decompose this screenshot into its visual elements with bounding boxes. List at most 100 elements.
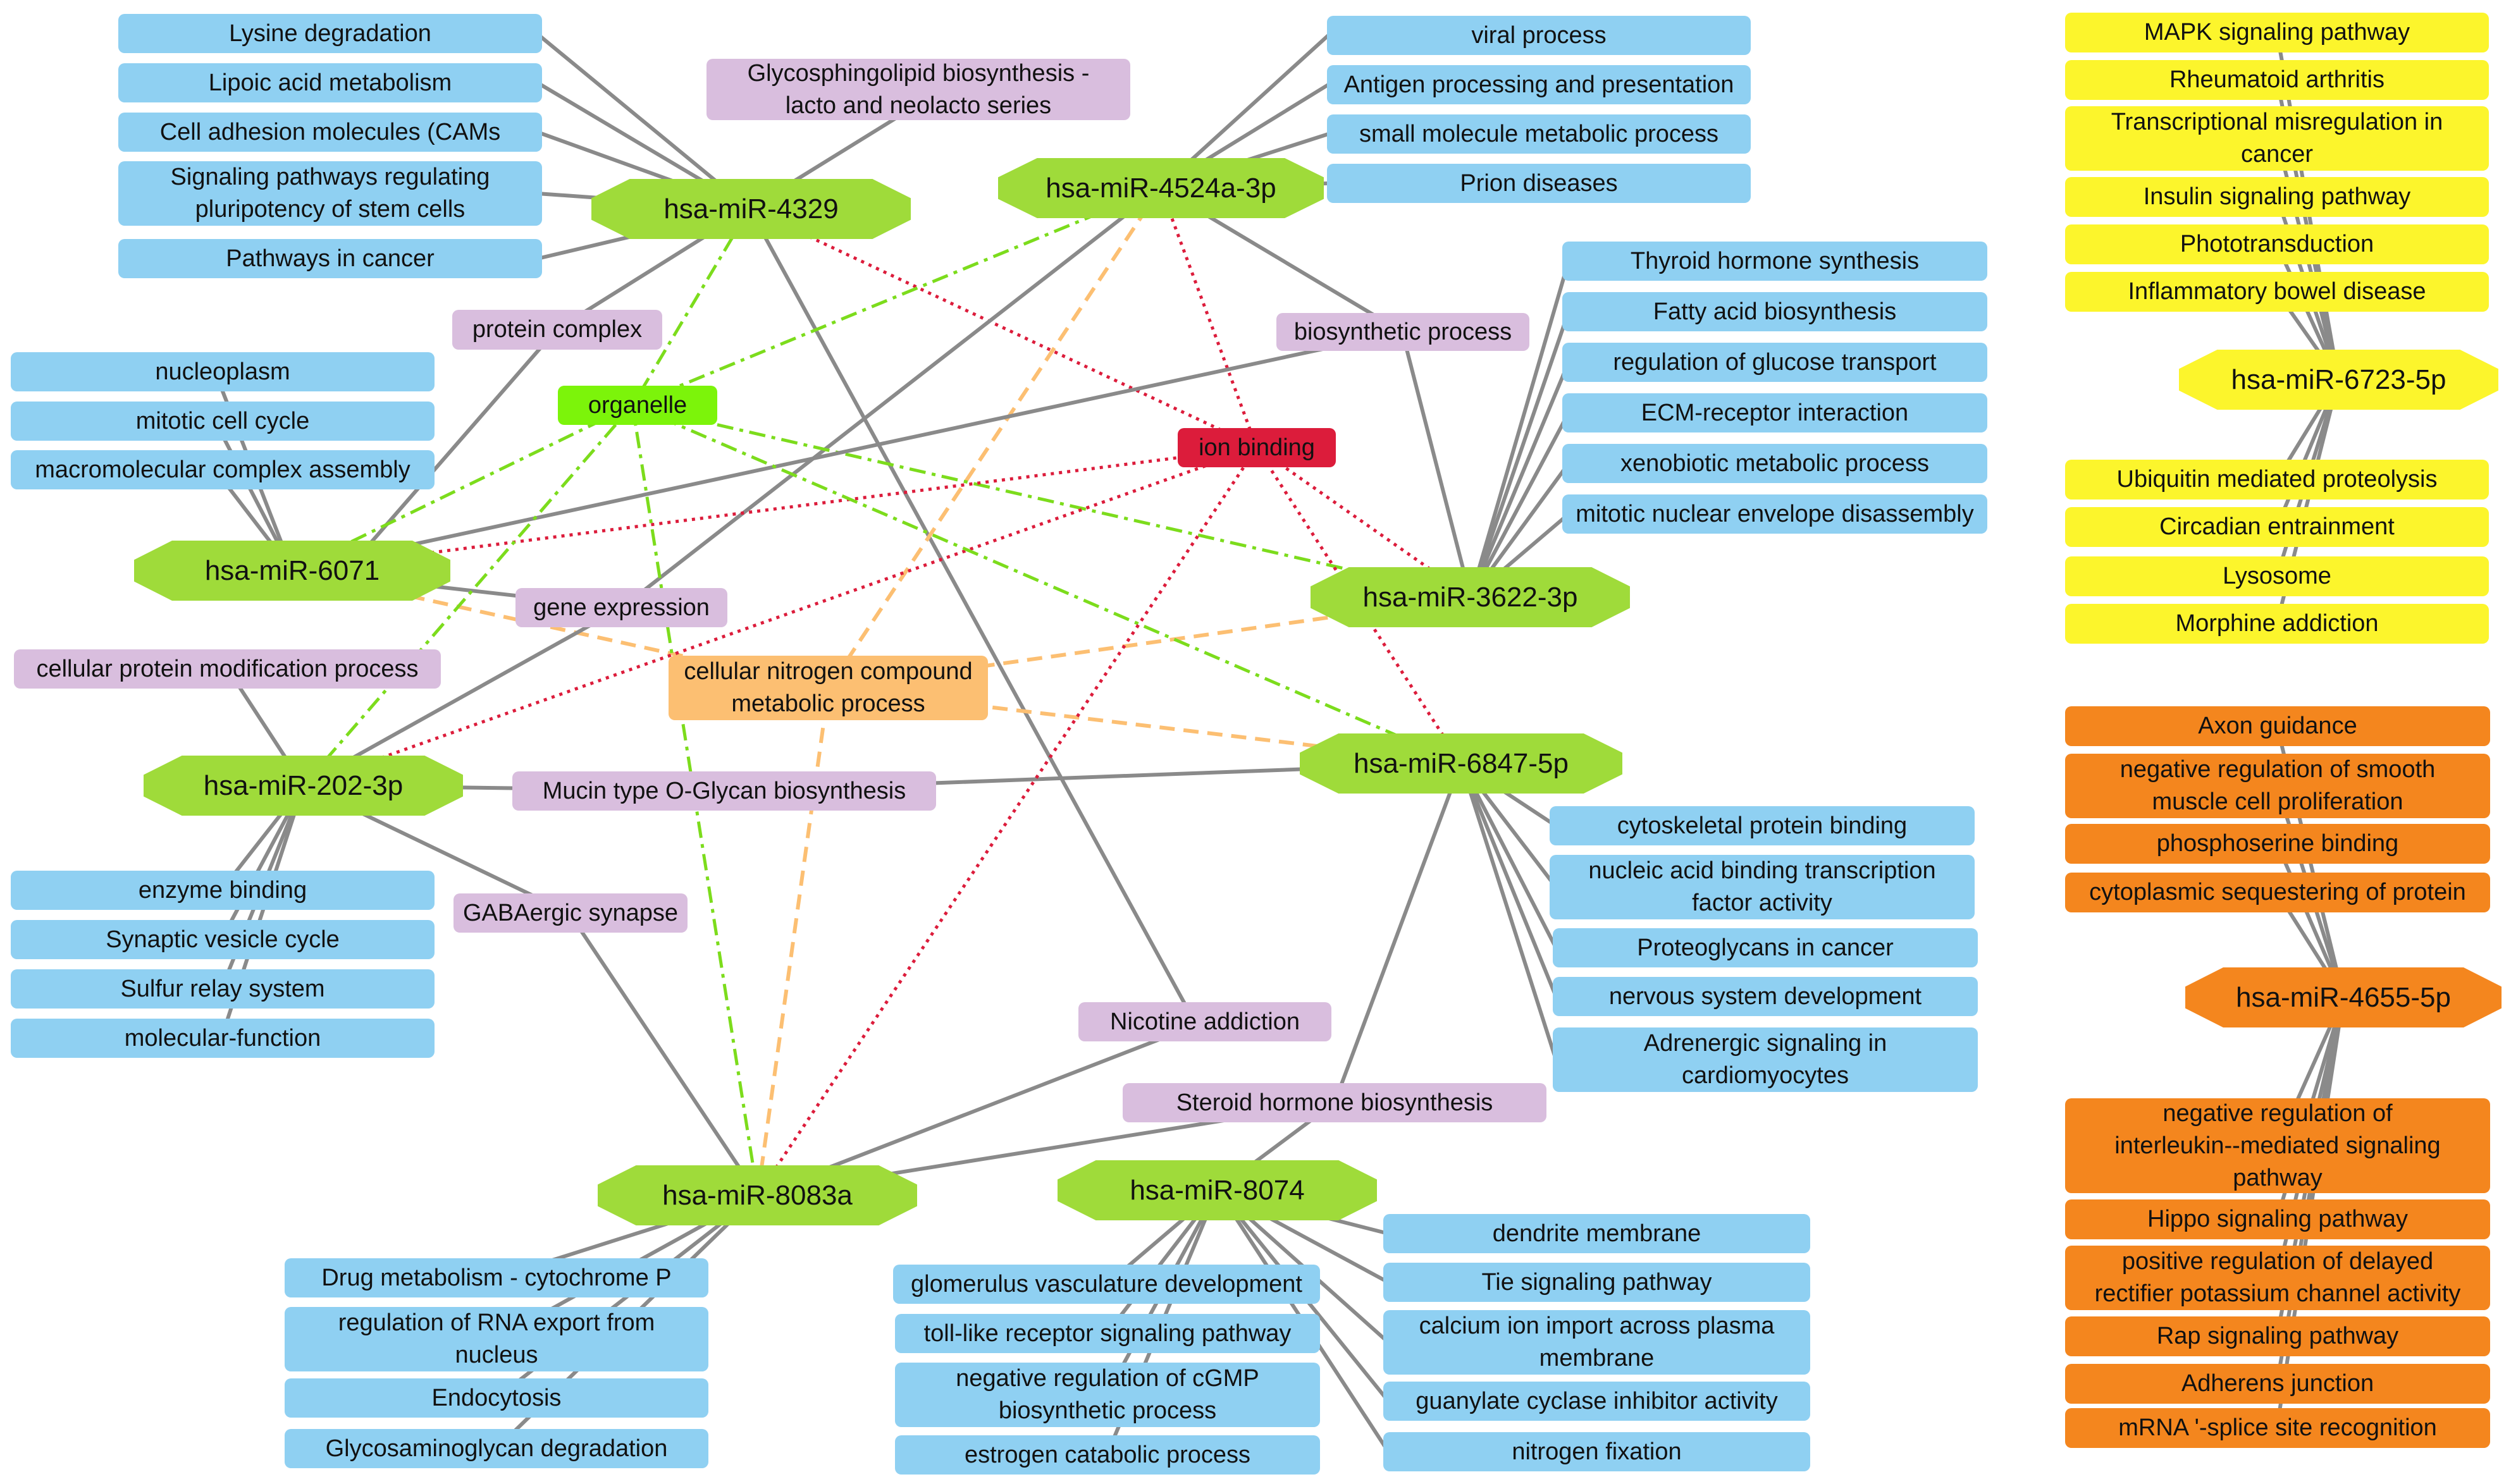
term-phosphoserine-binding[interactable]: phosphoserine binding xyxy=(2065,824,2490,864)
mirna-6071[interactable]: hsa-miR-6071 xyxy=(134,541,450,601)
mirna-8083a[interactable]: hsa-miR-8083a xyxy=(598,1165,917,1225)
biosynthetic-process-node[interactable]: biosynthetic process xyxy=(1276,313,1529,351)
edge-line xyxy=(1400,331,1472,598)
term-xenobiotic[interactable]: xenobiotic metabolic process xyxy=(1562,444,1987,483)
term-rap-signaling[interactable]: Rap signaling pathway xyxy=(2065,1316,2490,1356)
term-thyroid-hormone[interactable]: Thyroid hormone synthesis xyxy=(1562,242,1987,281)
gene-expression-node[interactable]: gene expression xyxy=(515,588,727,627)
term-nucleoplasm[interactable]: nucleoplasm xyxy=(11,352,435,391)
term-ubiquitin-proteolysis[interactable]: Ubiquitin mediated proteolysis xyxy=(2065,460,2489,500)
term-glomerulus[interactable]: glomerulus vasculature development xyxy=(893,1265,1320,1304)
nicotine-addiction-node[interactable]: Nicotine addiction xyxy=(1078,1002,1331,1041)
term-hippo-signaling[interactable]: Hippo signaling pathway xyxy=(2065,1199,2490,1239)
term-interleukin-regulation[interactable]: negative regulation of interleukin--medi… xyxy=(2065,1098,2490,1193)
term-synaptic-vesicle[interactable]: Synaptic vesicle cycle xyxy=(11,920,435,959)
term-inflammatory-bowel[interactable]: Inflammatory bowel disease xyxy=(2065,272,2489,312)
organelle-node[interactable]: organelle xyxy=(558,386,717,425)
edge-line xyxy=(756,687,830,1196)
term-sulfur-relay[interactable]: Sulfur relay system xyxy=(11,969,435,1009)
term-mapk-signaling[interactable]: MAPK signaling pathway xyxy=(2065,13,2489,52)
term-transcriptional-misregulation[interactable]: Transcriptional misregulation in cancer xyxy=(2065,106,2489,171)
gabaergic-synapse-node[interactable]: GABAergic synapse xyxy=(453,893,688,933)
mirna-6847-5p[interactable]: hsa-miR-6847-5p xyxy=(1300,733,1622,794)
mirna-3622-3p[interactable]: hsa-miR-3622-3p xyxy=(1311,567,1630,627)
edge-line xyxy=(291,403,634,572)
edge-line xyxy=(1459,762,1558,998)
steroid-hormone-node[interactable]: Steroid hormone biosynthesis xyxy=(1123,1083,1546,1122)
term-dendrite-membrane[interactable]: dendrite membrane xyxy=(1383,1214,1810,1253)
term-nitrogen-fixation[interactable]: nitrogen fixation xyxy=(1383,1432,1810,1471)
edge-line xyxy=(302,404,634,787)
mirna-4524a-3p[interactable]: hsa-miR-4524a-3p xyxy=(998,158,1324,218)
term-smooth-muscle[interactable]: negative regulation of smooth muscle cel… xyxy=(2065,754,2490,818)
term-drug-metabolism[interactable]: Drug metabolism - cytochrome P xyxy=(285,1258,708,1297)
edge-line xyxy=(292,330,1403,572)
edge-line xyxy=(303,446,1257,787)
term-pathways-in-cancer[interactable]: Pathways in cancer xyxy=(118,239,542,278)
mirna-202-3p[interactable]: hsa-miR-202-3p xyxy=(144,756,463,816)
cellular-nitrogen-compound-node[interactable]: cellular nitrogen compound metabolic pro… xyxy=(669,656,988,720)
term-glycosaminoglycan[interactable]: Glycosaminoglycan degradation xyxy=(285,1429,708,1468)
edge-line xyxy=(567,912,760,1196)
mirna-4655-5p[interactable]: hsa-miR-4655-5p xyxy=(2185,967,2502,1027)
edge-line xyxy=(827,187,1163,689)
term-enzyme-binding[interactable]: enzyme binding xyxy=(11,871,435,910)
term-delayed-rectifier[interactable]: positive regulation of delayed rectifier… xyxy=(2065,1246,2490,1310)
term-adherens-junction[interactable]: Adherens junction xyxy=(2065,1364,2490,1404)
term-endocytosis[interactable]: Endocytosis xyxy=(285,1378,708,1418)
term-nervous-system[interactable]: nervous system development xyxy=(1553,977,1978,1016)
edge-line xyxy=(1333,762,1463,1104)
term-glucose-transport[interactable]: regulation of glucose transport xyxy=(1562,343,1987,382)
term-antigen-processing[interactable]: Antigen processing and presentation xyxy=(1327,65,1751,104)
mirna-6723-5p[interactable]: hsa-miR-6723-5p xyxy=(2179,350,2498,410)
mucin-o-glycan-node[interactable]: Mucin type O-Glycan biosynthesis xyxy=(512,771,936,811)
term-mrna-splice-site[interactable]: mRNA '-splice site recognition xyxy=(2065,1408,2490,1448)
term-axon-guidance[interactable]: Axon guidance xyxy=(2065,706,2490,746)
term-rheumatoid-arthritis[interactable]: Rheumatoid arthritis xyxy=(2065,60,2489,100)
term-fatty-acid[interactable]: Fatty acid biosynthesis xyxy=(1562,292,1987,331)
term-cell-adhesion[interactable]: Cell adhesion molecules (CAMs xyxy=(118,113,542,152)
term-macromolecular-assembly[interactable]: macromolecular complex assembly xyxy=(11,450,435,489)
term-lipoic-acid[interactable]: Lipoic acid metabolism xyxy=(118,63,542,102)
edge-line xyxy=(346,328,558,570)
term-pluripotency[interactable]: Signaling pathways regulating pluripoten… xyxy=(118,161,542,226)
protein-complex-node[interactable]: protein complex xyxy=(452,310,662,350)
term-circadian-entrainment[interactable]: Circadian entrainment xyxy=(2065,507,2489,547)
term-rna-export[interactable]: regulation of RNA export from nucleus xyxy=(285,1307,708,1371)
term-estrogen[interactable]: estrogen catabolic process xyxy=(895,1435,1320,1475)
term-small-molecule[interactable]: small molecule metabolic process xyxy=(1327,114,1751,154)
term-lysosome[interactable]: Lysosome xyxy=(2065,556,2489,596)
term-molecular-function[interactable]: molecular-function xyxy=(11,1019,435,1058)
term-phototransduction[interactable]: Phototransduction xyxy=(2065,224,2489,264)
term-prion-diseases[interactable]: Prion diseases xyxy=(1327,164,1751,203)
term-cytoplasmic-sequestering[interactable]: cytoplasmic sequestering of protein xyxy=(2065,873,2490,912)
edge-line xyxy=(748,207,1191,1013)
edge-line xyxy=(632,403,1471,599)
mirna-8074[interactable]: hsa-miR-8074 xyxy=(1058,1160,1377,1220)
edge-line xyxy=(1469,261,1570,598)
term-adrenergic[interactable]: Adrenergic signaling in cardiomyocytes xyxy=(1553,1027,1978,1092)
term-ecm-receptor[interactable]: ECM-receptor interaction xyxy=(1562,393,1987,432)
term-tie-signaling[interactable]: Tie signaling pathway xyxy=(1383,1263,1810,1302)
ion-binding-node[interactable]: ion binding xyxy=(1178,428,1336,467)
term-cgmp[interactable]: negative regulation of cGMP biosynthetic… xyxy=(895,1363,1320,1427)
edge-line xyxy=(748,207,1260,450)
edge-line xyxy=(632,403,1462,765)
term-insulin-signaling[interactable]: Insulin signaling pathway xyxy=(2065,177,2489,217)
term-cytoskeletal-binding[interactable]: cytoskeletal protein binding xyxy=(1550,806,1975,845)
term-viral-process[interactable]: viral process xyxy=(1327,16,1751,55)
term-toll-like-receptor[interactable]: toll-like receptor signaling pathway xyxy=(895,1314,1320,1353)
term-proteoglycans[interactable]: Proteoglycans in cancer xyxy=(1553,928,1978,967)
term-morphine-addiction[interactable]: Morphine addiction xyxy=(2065,604,2489,644)
term-guanylate-cyclase[interactable]: guanylate cyclase inhibitor activity xyxy=(1383,1382,1810,1421)
term-nucleic-acid-binding[interactable]: nucleic acid binding transcription facto… xyxy=(1550,855,1975,919)
mirna-4329[interactable]: hsa-miR-4329 xyxy=(591,179,911,239)
edge-line xyxy=(1159,187,1259,448)
cellular-protein-modification-node[interactable]: cellular protein modification process xyxy=(14,649,441,689)
term-mitotic-envelope[interactable]: mitotic nuclear envelope disassembly xyxy=(1562,494,1987,534)
glycosphingolipid-lacto-node[interactable]: Glycosphingolipid biosynthesis - lacto a… xyxy=(706,59,1130,120)
term-lysine-degradation[interactable]: Lysine degradation xyxy=(118,14,542,53)
term-calcium-import[interactable]: calcium ion import across plasma membran… xyxy=(1383,1310,1810,1375)
edge-line xyxy=(1469,361,1570,599)
term-mitotic-cell-cycle[interactable]: mitotic cell cycle xyxy=(11,402,435,441)
